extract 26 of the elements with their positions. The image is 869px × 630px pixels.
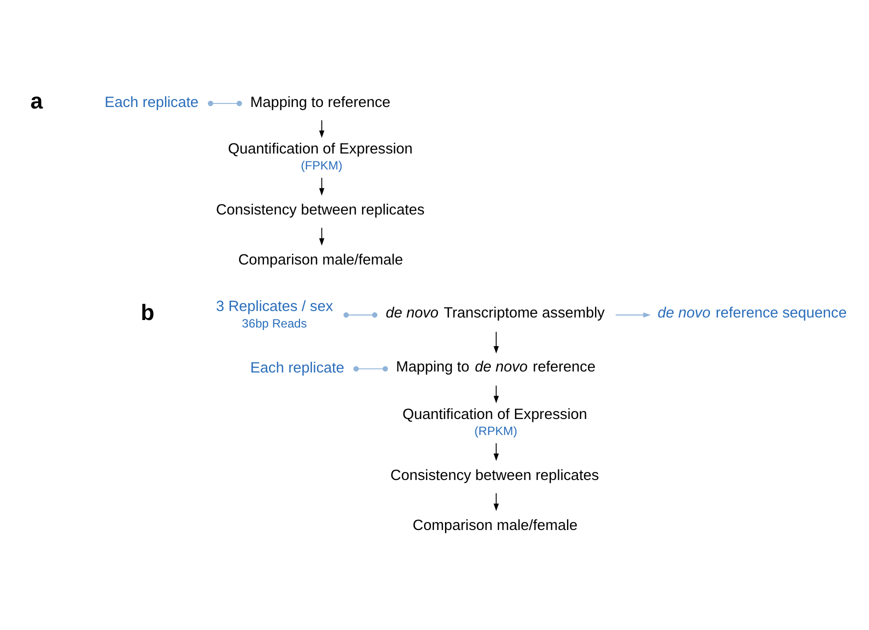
label: b <box>140 300 154 325</box>
node-text: Mapping to de novo reference <box>396 359 596 376</box>
arrow <box>319 177 324 196</box>
node-text: de novo Transcriptome assembly <box>386 306 605 322</box>
node-text: Each replicate <box>104 94 199 111</box>
arrow <box>319 227 324 246</box>
arrow <box>319 120 324 138</box>
label: a <box>30 88 43 114</box>
arrow <box>494 442 499 461</box>
node-text: Each replicate <box>250 360 344 376</box>
node-text: Quantification of Expression (FPKM) <box>228 141 413 173</box>
node-text: Quantification of Expression (RPKM) <box>402 406 588 438</box>
node-text: Consistency between replicates <box>390 468 599 484</box>
arrow <box>494 331 499 354</box>
arrow <box>494 385 499 404</box>
connector <box>353 366 388 372</box>
node-text: 3 Replicates / sex 36bp Reads <box>216 299 334 330</box>
node-text: Mapping to reference <box>250 94 390 111</box>
node-text: Consistency between replicates <box>216 202 424 219</box>
node-text: de novo reference sequence <box>658 306 847 322</box>
node-text: Comparison male/female <box>238 252 404 269</box>
connector <box>343 312 378 318</box>
node-text: Comparison male/female <box>412 518 578 534</box>
arrow <box>615 312 651 318</box>
arrow <box>494 492 499 512</box>
connector <box>208 100 242 106</box>
